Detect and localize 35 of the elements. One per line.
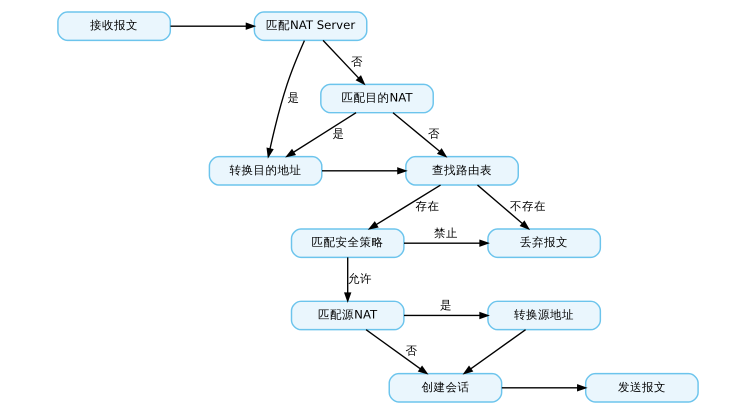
arrow [404, 312, 490, 320]
node-box: 匹配NAT Server [254, 11, 368, 42]
node-box: 接收报文 [57, 11, 172, 42]
arrow [368, 184, 441, 230]
node-box: 匹配源NAT [290, 300, 405, 330]
arrow [404, 239, 490, 247]
edge-label: 允许 [348, 271, 372, 286]
arrow [170, 22, 256, 30]
node-box: 转换目的地址 [208, 156, 323, 186]
edge-label: 存在 [415, 199, 440, 214]
edge-label: 否 [428, 126, 440, 141]
edge-label: 否 [406, 344, 418, 358]
arrow [266, 40, 306, 159]
node-box: 创建会话 [388, 372, 502, 403]
edge-label: 不存在 [510, 199, 546, 214]
node-box: 匹配目的NAT [320, 84, 434, 114]
arrow [322, 167, 408, 175]
arrow [366, 329, 428, 375]
node-box: 丢弃报文 [487, 228, 602, 258]
edge-label: 是 [287, 90, 300, 105]
node-box: 发送报文 [584, 372, 699, 403]
arrow [462, 329, 526, 375]
arrow [477, 184, 530, 230]
edge-label: 禁止 [434, 226, 458, 240]
arrow [392, 112, 448, 158]
edge-label: 是 [440, 298, 452, 312]
arrow [322, 40, 366, 86]
edge-label: 是 [332, 126, 344, 141]
node-box: 匹配安全策略 [290, 228, 405, 258]
arrow [285, 112, 356, 158]
node-box: 转换源地址 [487, 300, 602, 330]
edge-label: 否 [350, 54, 363, 68]
node-box: 查找路由表 [405, 156, 519, 186]
arrow [502, 384, 588, 392]
arrow [344, 257, 352, 303]
